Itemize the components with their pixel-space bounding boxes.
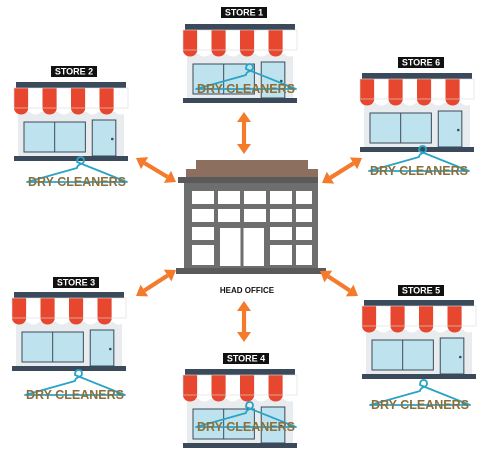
- store-2-awning: [13, 87, 129, 115]
- store-5-hanger-icon: [369, 379, 471, 406]
- store-4: STORE 4 DRY CLEANERS: [182, 353, 298, 448]
- store-6-hanger-icon: [368, 145, 470, 172]
- head-office-base: [176, 268, 326, 274]
- store-5-awning: [361, 305, 477, 333]
- head-office-label: HEAD OFFICE: [220, 286, 275, 295]
- head-office-roof-band: [186, 169, 318, 177]
- store-6-label: STORE 6: [398, 57, 444, 68]
- arrow-store-4: [237, 301, 251, 342]
- store-3-label: STORE 3: [53, 277, 99, 288]
- store-1-label-text: STORE 1: [225, 8, 263, 18]
- store-1: STORE 1 DRY CLEANERS: [182, 7, 298, 103]
- store-3: STORE 3 DRY CLEANERS: [11, 277, 127, 402]
- arrow-store-2: [136, 157, 176, 183]
- arrow-store-1: [237, 112, 251, 154]
- store-5-shop: [362, 300, 476, 379]
- store-6: STORE 6 DRY CLEANERS: [359, 57, 475, 178]
- head-office-roof-cap: [196, 160, 308, 169]
- store-3-sign-text: DRY CLEANERS: [26, 388, 124, 402]
- head-office-windows: [192, 191, 312, 265]
- store-1-label: STORE 1: [221, 7, 267, 18]
- head-office: HEAD OFFICE: [176, 160, 326, 295]
- connection-arrows: [136, 112, 362, 342]
- store-5: STORE 5 DRY CLEANERS: [361, 285, 477, 412]
- store-2-shop: [14, 82, 128, 161]
- store-1-sign-text: DRY CLEANERS: [197, 82, 295, 96]
- store-1-hanger-icon: [195, 63, 297, 90]
- store-5-sign-text: DRY CLEANERS: [371, 398, 469, 412]
- store-4-shop: [183, 369, 297, 448]
- store-2: STORE 2 DRY CLEANERS: [13, 66, 129, 189]
- store-4-hanger-icon: [195, 401, 297, 428]
- store-3-shop: [12, 292, 126, 371]
- store-3-label-text: STORE 3: [57, 278, 95, 288]
- store-1-awning: [182, 29, 298, 57]
- store-4-awning: [182, 374, 298, 402]
- store-6-label-text: STORE 6: [402, 58, 440, 68]
- store-2-sign-text: DRY CLEANERS: [28, 175, 126, 189]
- head-office-door: [220, 228, 264, 266]
- store-4-sign-text: DRY CLEANERS: [197, 420, 295, 434]
- store-4-label-text: STORE 4: [227, 354, 265, 364]
- arrow-store-3: [136, 269, 176, 297]
- store-2-label-text: STORE 2: [55, 67, 93, 77]
- store-5-label: STORE 5: [398, 285, 444, 296]
- store-6-shop: [360, 73, 474, 152]
- store-2-label: STORE 2: [51, 66, 97, 77]
- store-2-hanger-icon: [26, 156, 128, 183]
- store-3-awning: [11, 297, 127, 325]
- arrow-store-6: [322, 157, 362, 184]
- head-office-cornice: [178, 177, 318, 183]
- store-5-label-text: STORE 5: [402, 286, 440, 296]
- store-4-label: STORE 4: [223, 353, 269, 364]
- arrow-store-5: [320, 270, 358, 297]
- store-6-awning: [359, 78, 475, 106]
- store-3-hanger-icon: [24, 369, 126, 396]
- store-6-sign-text: DRY CLEANERS: [370, 164, 468, 178]
